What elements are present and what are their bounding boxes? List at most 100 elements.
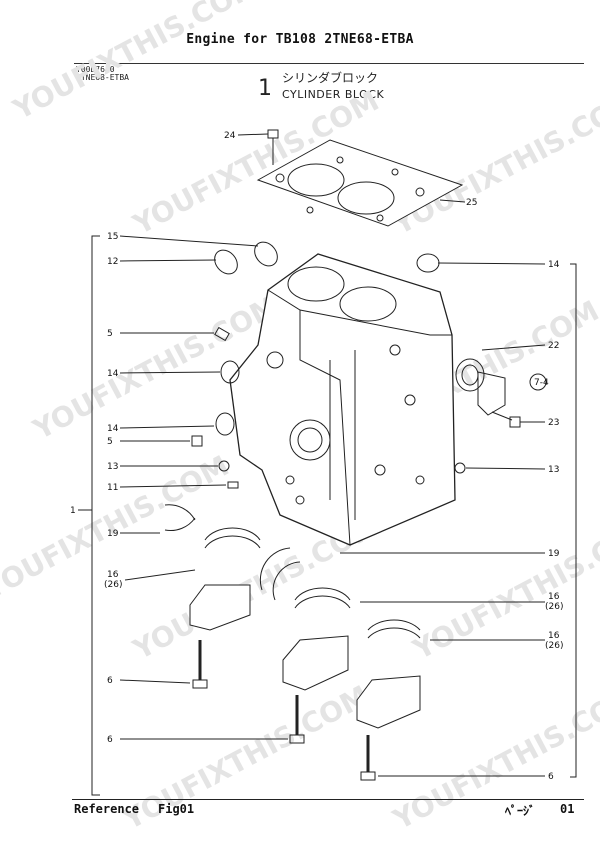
- callout-label: (26): [545, 641, 563, 651]
- callout-leader: [437, 262, 546, 265]
- callout-label: 23: [548, 418, 559, 428]
- head-gasket-shape: [256, 139, 464, 227]
- bearing-cap-shape: [282, 635, 349, 691]
- figure-name-jp: シリンダブロック: [282, 71, 379, 85]
- callout-label: 7-4: [534, 378, 549, 388]
- callout-label: 16: [548, 631, 560, 641]
- callout-leader: [119, 679, 191, 684]
- gasket-bore: [337, 181, 395, 215]
- callout-label: 16: [548, 592, 560, 602]
- figure-name-en: CYLINDER BLOCK: [282, 88, 385, 101]
- block-edge: [267, 289, 452, 336]
- callout-label: (26): [104, 580, 122, 590]
- callout-leader: [119, 484, 227, 488]
- plug-5-shape: [214, 326, 230, 342]
- oil-seal-shape: [455, 358, 485, 392]
- bearing-cap-shape: [356, 675, 421, 729]
- figure-reference: Fig01: [158, 802, 195, 816]
- bolt-6-head: [192, 679, 208, 689]
- callout-leader: [119, 235, 259, 247]
- plug-shape: [254, 241, 278, 267]
- callout-label: 25: [466, 198, 477, 208]
- callout-label: 13: [107, 462, 118, 472]
- page-title: Engine for TB108 2TNE68-ETBA: [186, 32, 414, 47]
- left-bracket-line: [91, 235, 100, 796]
- retainer-shape: [477, 371, 506, 416]
- gasket-hole: [306, 206, 314, 214]
- callout-leader: [465, 467, 546, 470]
- plug-shape: [214, 249, 238, 275]
- thrust-bearing-shape: [272, 561, 301, 601]
- drawing-code: Y00D7640: [76, 65, 115, 74]
- plug-13-shape: [218, 460, 230, 472]
- page-number: 01: [560, 802, 575, 816]
- callout-leader: [119, 371, 221, 374]
- callout-label: 6: [107, 735, 113, 745]
- bolt-6-head: [360, 771, 376, 781]
- thrust-bearing-shape: [164, 504, 196, 521]
- gasket-bore: [287, 163, 345, 197]
- block-hole: [374, 464, 386, 476]
- bolt-head-shape: [509, 416, 521, 428]
- model-code: 2TNE68-ETBA: [76, 73, 129, 82]
- seal-shape: [220, 360, 240, 384]
- reference-circle: [529, 373, 547, 391]
- block-hole: [415, 475, 425, 485]
- callout-label: 19: [107, 529, 119, 539]
- callout-label: 5: [107, 437, 113, 447]
- block-hole: [295, 495, 305, 505]
- callout-label: 1: [70, 506, 76, 516]
- plug-5-shape: [191, 435, 203, 447]
- seal-shape: [215, 412, 235, 436]
- right-bracket-line: [570, 263, 577, 778]
- block-hole: [285, 475, 295, 485]
- watermark-text: YOUFIXTHIS.COM: [387, 84, 600, 242]
- cylinder-bore: [339, 286, 397, 322]
- watermark-text: YOUFIXTHIS.COM: [7, 0, 264, 127]
- callout-label: 14: [107, 424, 119, 434]
- figure-number: 1: [258, 76, 272, 101]
- callout-leader: [124, 569, 196, 581]
- block-hole: [389, 344, 401, 356]
- main-bearing-shape: [367, 619, 421, 631]
- callout-label: 14: [548, 260, 560, 270]
- callout-label: 24: [224, 131, 236, 141]
- gasket-hole: [336, 156, 344, 164]
- main-bearing-shape: [204, 527, 261, 541]
- thrust-bearing-shape: [164, 517, 196, 531]
- block-hole: [266, 351, 284, 369]
- pin-11-shape: [227, 481, 239, 489]
- callout-label: 15: [107, 232, 118, 242]
- block-bore: [297, 427, 323, 453]
- block-hole: [404, 394, 416, 406]
- callout-label: 14: [107, 369, 119, 379]
- plug-13-shape: [454, 462, 466, 474]
- plug-shape: [416, 253, 440, 273]
- gasket-hole: [376, 214, 384, 222]
- main-bearing-shape: [204, 535, 261, 549]
- callout-label: 22: [548, 341, 559, 351]
- block-edge: [299, 310, 351, 546]
- callout-label: 12: [107, 257, 118, 267]
- callout-leader: [481, 344, 546, 351]
- bearing-cap-shape: [189, 584, 251, 631]
- reference-label: Reference: [74, 802, 140, 816]
- cylinder-block-shape: [229, 253, 456, 546]
- callout-leader: [119, 259, 217, 262]
- callout-label: (26): [545, 602, 563, 612]
- main-bearing-shape: [294, 587, 351, 601]
- callout-label: 5: [107, 329, 113, 339]
- main-bearing-shape: [294, 595, 351, 609]
- callout-label: 6: [548, 772, 554, 782]
- callout-label: 6: [107, 676, 113, 686]
- callout-label: 11: [107, 483, 118, 493]
- bolt-shank: [491, 411, 513, 421]
- gasket-hole: [275, 173, 285, 183]
- bolt-6-head: [289, 734, 305, 744]
- callout-leader: [439, 199, 466, 203]
- callout-label: 19: [548, 549, 560, 559]
- callout-label: 16: [107, 570, 119, 580]
- block-rib: [329, 350, 356, 520]
- callout-label: 13: [548, 465, 559, 475]
